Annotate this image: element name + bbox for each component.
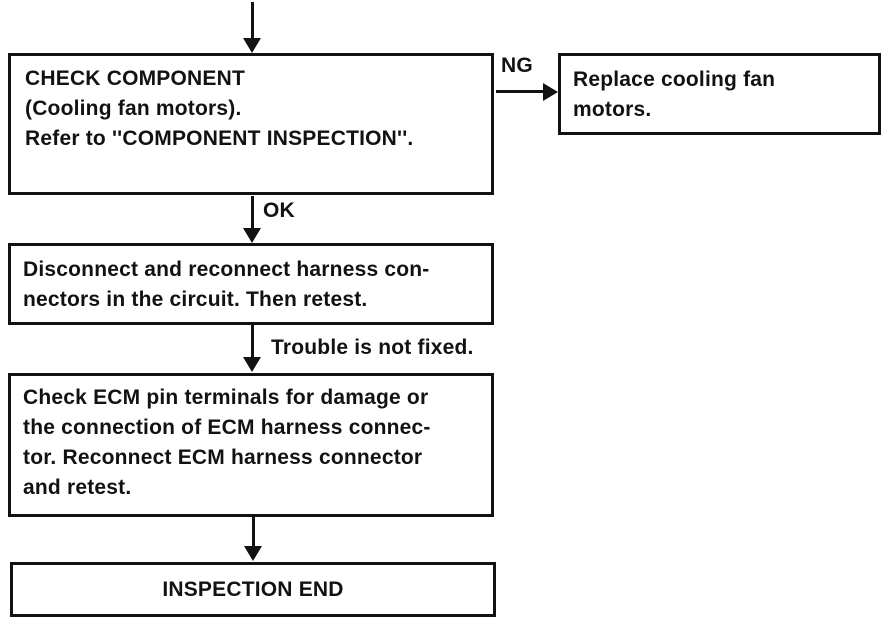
node-text-line: Disconnect and reconnect harness con- xyxy=(23,258,430,281)
node-text-line: (Cooling fan motors). xyxy=(25,97,242,120)
node-text-line: motors. xyxy=(573,98,652,121)
trouble-arrow-line xyxy=(251,325,254,359)
node-check-component: CHECK COMPONENT (Cooling fan motors). Re… xyxy=(8,53,494,195)
node-text-line: INSPECTION END xyxy=(162,577,344,601)
edge-label-ng: NG xyxy=(501,54,533,77)
node-inspection-end: INSPECTION END xyxy=(10,562,496,617)
node-replace-motors: Replace cooling fan motors. xyxy=(558,53,881,135)
arrow-down-icon xyxy=(243,38,261,53)
node-text-line: Refer to ''COMPONENT INSPECTION''. xyxy=(25,127,414,150)
node-reconnect-harness: Disconnect and reconnect harness con- ne… xyxy=(8,243,494,325)
node-text-line: CHECK COMPONENT xyxy=(25,67,246,90)
arrow-down-icon xyxy=(243,228,261,243)
node-text-line: tor. Reconnect ECM harness connector xyxy=(23,446,423,469)
node-text-line: and retest. xyxy=(23,476,132,499)
ng-arrow-line xyxy=(496,90,544,93)
ok-arrow-line xyxy=(251,196,254,230)
arrow-down-icon xyxy=(243,357,261,372)
node-text-line: the connection of ECM harness connec- xyxy=(23,416,431,439)
edge-label-ok: OK xyxy=(263,199,295,222)
entry-arrow-line xyxy=(251,2,254,40)
end-arrow-line xyxy=(252,517,255,548)
arrow-right-icon xyxy=(543,83,558,101)
node-text-line: Check ECM pin terminals for damage or xyxy=(23,386,429,409)
node-text-line: nectors in the circuit. Then retest. xyxy=(23,288,368,311)
arrow-down-icon xyxy=(244,546,262,561)
node-check-ecm: Check ECM pin terminals for damage or th… xyxy=(8,373,494,517)
edge-label-trouble: Trouble is not fixed. xyxy=(271,336,474,359)
node-text-line: Replace cooling fan xyxy=(573,68,776,91)
